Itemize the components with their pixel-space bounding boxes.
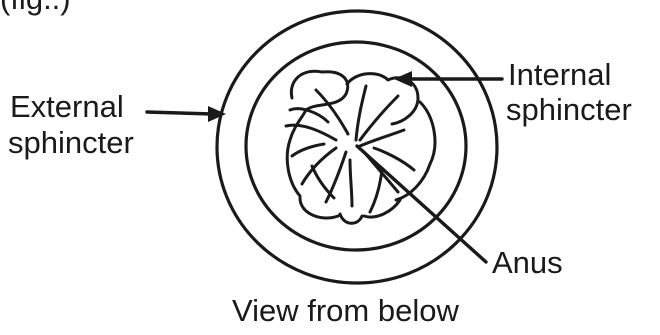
internal-sphincter-arrowhead [394, 71, 412, 87]
anus-leader [357, 146, 486, 262]
external-sphincter-leader [147, 112, 212, 114]
anus-label: Anus [492, 246, 563, 280]
external-sphincter-label-line2: sphincter [8, 126, 134, 160]
internal-sphincter-label-line1: Internal [508, 58, 611, 92]
diagram-caption: View from below [232, 294, 459, 328]
external-sphincter-label-line1: External [10, 90, 124, 124]
internal-sphincter-label-line2: sphincter [506, 93, 632, 127]
